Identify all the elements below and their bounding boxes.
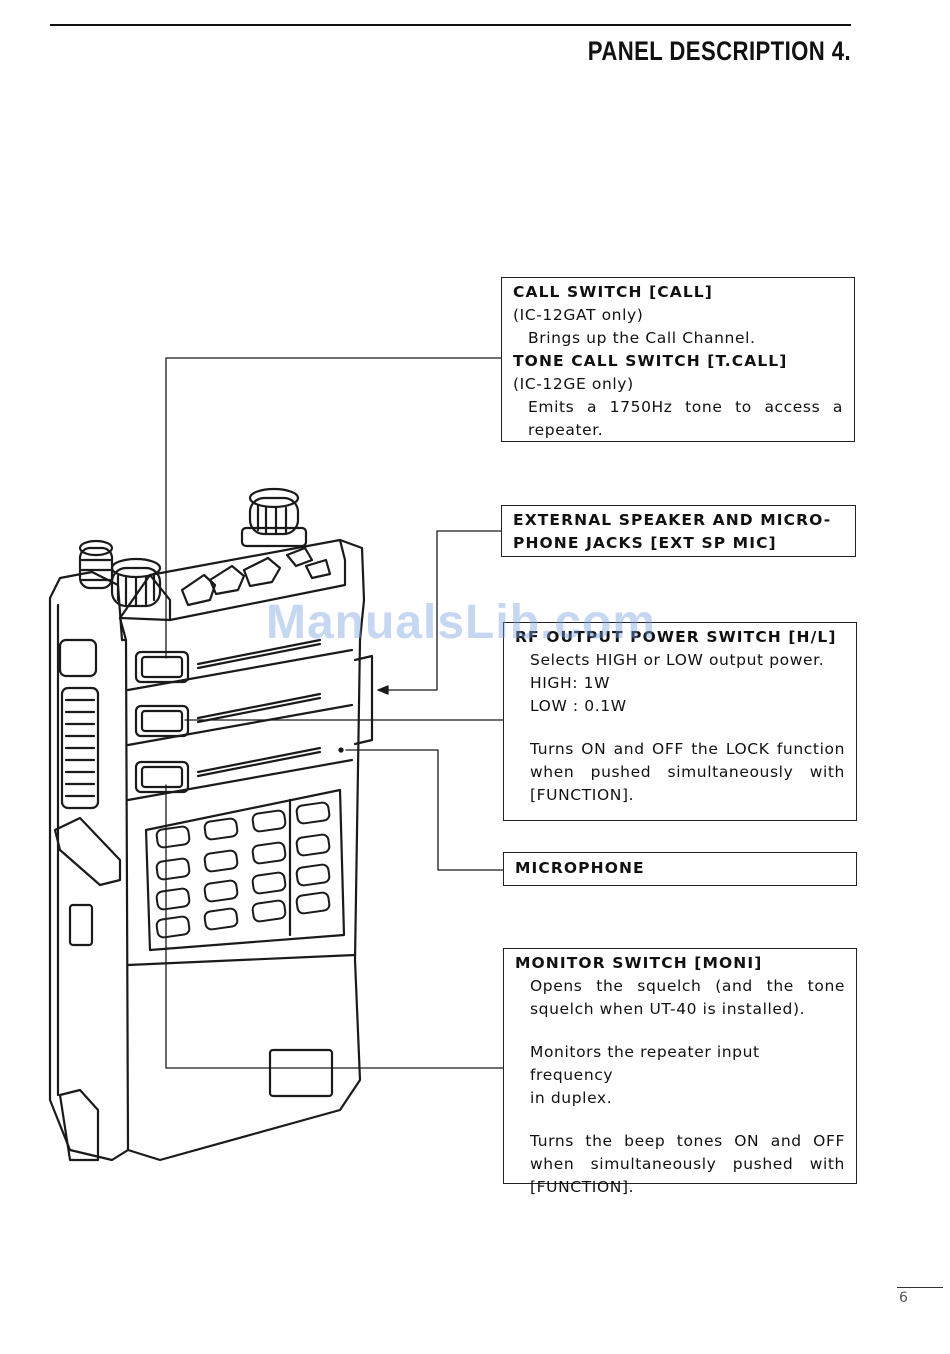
call-switch-title: CALL SWITCH [CALL]	[513, 283, 713, 301]
ext-jacks-title-line1: EXTERNAL SPEAKER AND MICRO-	[513, 511, 832, 529]
ext-jacks-callout: EXTERNAL SPEAKER AND MICRO- PHONE JACKS …	[501, 505, 856, 557]
ext-jacks-title-line2: PHONE JACKS [EXT SP MIC]	[513, 534, 777, 552]
rf-power-desc: Selects HIGH or LOW output power.	[530, 651, 825, 669]
tone-call-switch-title: TONE CALL SWITCH [T.CALL]	[513, 352, 788, 370]
tone-call-switch-desc-cont: repeater.	[528, 421, 604, 439]
lock-function-desc-cont: when pushed simultaneously with	[530, 763, 845, 781]
monitor-desc-2: Monitors the repeater input frequency	[530, 1043, 760, 1084]
monitor-desc-3-cont: when simultaneously pushed with	[530, 1155, 845, 1173]
lock-function-desc: Turns ON and OFF the LOCK function	[530, 740, 845, 758]
lock-function-desc-end: [FUNCTION].	[530, 786, 635, 804]
monitor-desc-3-end: [FUNCTION].	[530, 1178, 635, 1196]
header-rule	[50, 24, 851, 26]
monitor-switch-title: MONITOR SWITCH [MONI]	[515, 954, 763, 972]
rf-power-title: RF OUTPUT POWER SWITCH [H/L]	[515, 628, 837, 646]
call-switch-callout: CALL SWITCH [CALL] (IC-12GAT only) Bring…	[501, 277, 855, 442]
monitor-desc-1-cont: squelch when UT-40 is installed).	[530, 1000, 806, 1018]
page-number: 6	[897, 1287, 943, 1306]
call-switch-desc: Brings up the Call Channel.	[528, 329, 756, 347]
monitor-desc-1: Opens the squelch (and the tone	[530, 977, 845, 995]
tone-call-switch-desc: Emits a 1750Hz tone to access a	[528, 398, 843, 416]
tone-call-switch-note: (IC-12GE only)	[513, 375, 634, 393]
microphone-title: MICROPHONE	[515, 859, 645, 877]
watermark: ManualsLib.com	[266, 596, 657, 649]
monitor-desc-2-cont: in duplex.	[530, 1089, 613, 1107]
monitor-desc-3: Turns the beep tones ON and OFF	[530, 1132, 845, 1150]
rf-power-high: HIGH: 1W	[530, 674, 611, 692]
microphone-callout: MICROPHONE	[503, 852, 857, 886]
call-switch-note: (IC-12GAT only)	[513, 306, 644, 324]
rf-power-callout: RF OUTPUT POWER SWITCH [H/L] Selects HIG…	[503, 622, 857, 821]
page-title: PANEL DESCRIPTION 4.	[587, 36, 851, 66]
monitor-switch-callout: MONITOR SWITCH [MONI] Opens the squelch …	[503, 948, 857, 1196]
rf-power-low: LOW : 0.1W	[530, 697, 627, 715]
